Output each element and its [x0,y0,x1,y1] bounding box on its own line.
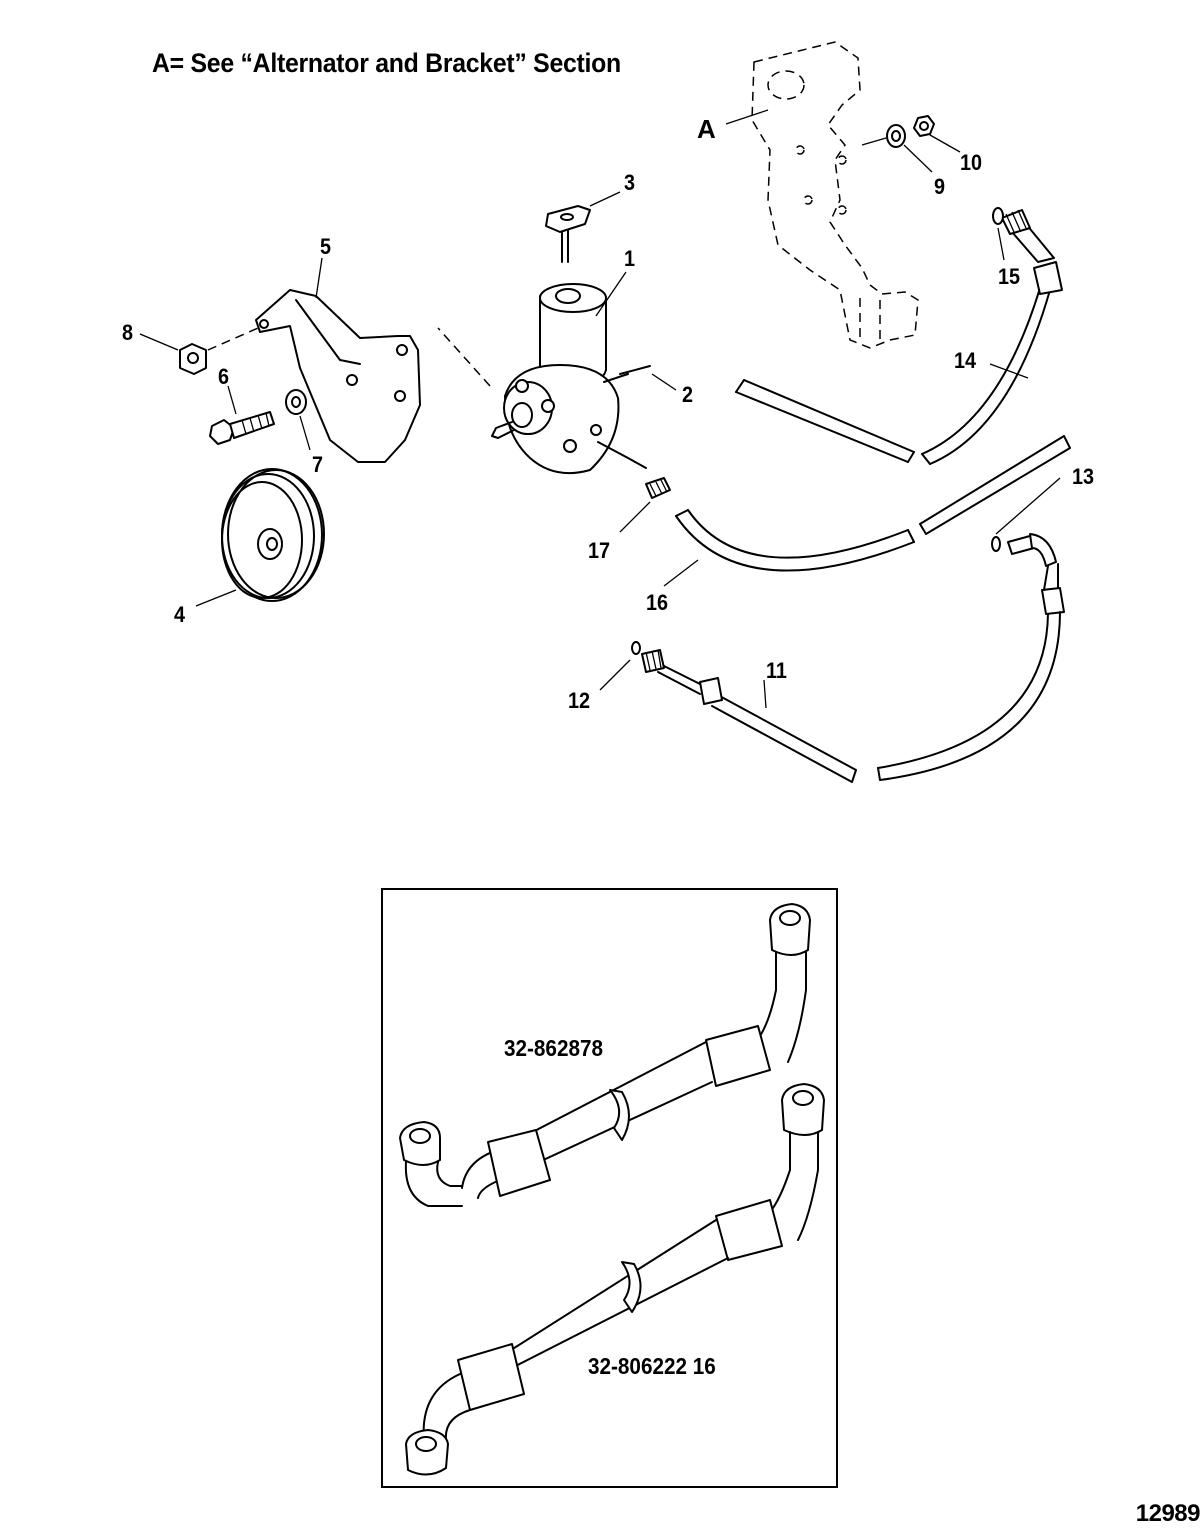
callout-16: 16 [646,590,669,615]
callout-15: 15 [998,264,1021,289]
part-number-upper-hose: 32-862878 [504,1035,603,1061]
illustration-number: 12989 [1135,1500,1200,1527]
reservoir-cap-3 [545,205,591,263]
inset-hose-upper [399,903,811,1207]
washer-7 [285,389,307,415]
callout-14: 14 [954,348,977,373]
nut-10 [913,115,935,137]
callout-6: 6 [218,364,230,389]
callout-8: 8 [122,320,134,345]
pump-mounting-bracket-5 [255,289,421,463]
o-ring-15 [992,207,1004,225]
hose-14 [735,209,1063,465]
pulley-4 [221,468,325,602]
diagram-title: A= See “Alternator and Bracket” Section [152,48,621,78]
stud-2 [619,365,651,375]
callout-11: 11 [766,658,787,683]
callout-9: 9 [934,174,946,199]
callout-7: 7 [312,452,324,477]
hose-inset-box [381,888,838,1488]
nut-9 [886,124,906,148]
fitting-17 [645,477,671,499]
callout-3: 3 [624,170,636,195]
nut-8 [179,343,207,375]
callout-4: 4 [174,602,186,627]
callout-10: 10 [960,150,983,175]
part-number-lower-hose: 32-806222 16 [588,1353,716,1379]
hose-13-11 [631,533,1065,783]
inset-hose-lower [405,1083,825,1476]
callout-1: 1 [624,246,636,271]
callout-17: 17 [588,538,611,563]
reference-marker-a: A [697,114,716,144]
callout-2: 2 [682,382,694,407]
power-steering-pump [491,283,647,475]
callout-12: 12 [568,688,591,713]
callout-13: 13 [1072,464,1095,489]
alternator-bracket-a [751,41,919,349]
hose-16 [675,435,1071,572]
callout-5: 5 [320,234,332,259]
bolt-6 [209,411,275,445]
leader-a [725,109,769,125]
